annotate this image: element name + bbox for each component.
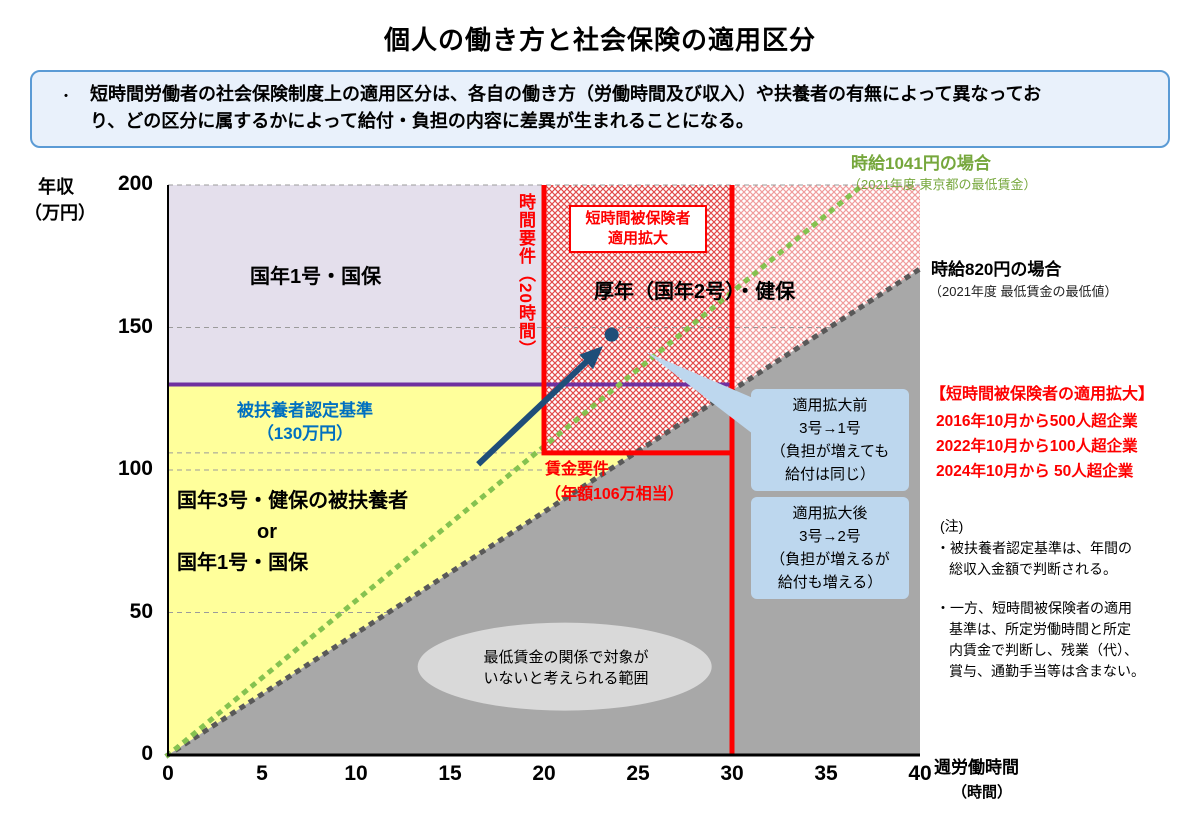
- region-label-dependent: 国年3号・健保の被扶養者 or 国年1号・国保: [177, 486, 408, 579]
- region-label-kokunen1: 国年1号・国保: [250, 266, 382, 288]
- bullet-icon: ・: [58, 88, 74, 105]
- x-tick-label: 10: [344, 762, 368, 785]
- y-tick-labels: 200 150 100 50 0: [93, 0, 153, 800]
- note-insured-standard: ・一方、短時間被保険者の適用 基準は、所定労働時間と所定 内賃金で判断し、残業（…: [936, 598, 1145, 682]
- expansion-badge-line: 適用拡大: [607, 230, 668, 247]
- callout-line: 適用拡大前: [792, 397, 868, 414]
- callout-line: 給付も増える）: [777, 574, 883, 591]
- expansion-badge: 短時間被保険者 適用拡大: [569, 205, 707, 253]
- no-target-ellipse-label: 最低賃金の関係で対象が いないと考えられる範囲: [420, 647, 712, 689]
- y-tick-label: 0: [141, 742, 153, 765]
- trend-arrow: [476, 346, 603, 467]
- callout-line: 3号→2号: [799, 528, 861, 545]
- callout-line: （負担が増えるが: [770, 551, 890, 568]
- wage-requirement-line: （年額106万相当）: [545, 486, 684, 503]
- x-tick-label: 20: [532, 762, 556, 785]
- note-line: 賞与、通勤手当等は含まない。: [949, 663, 1145, 679]
- x-axis-label-unit: （時間）: [952, 784, 1013, 801]
- x-tick-labels: 0 5 10 15 20 25 30 35 40: [0, 762, 1200, 792]
- expansion-milestones: 2016年10月から500人超企業 2022年10月から100人超企業 2024…: [936, 409, 1138, 484]
- y-axis-label: 年収 （万円）: [24, 174, 96, 226]
- y-axis-label-main: 年収: [38, 177, 74, 197]
- x-axis-label: 週労働時間: [934, 758, 1019, 777]
- wage-1041-label: 時給1041円の場合: [851, 154, 991, 173]
- region-label-dependent-line: 国年3号・健保の被扶養者: [177, 490, 409, 512]
- milestone-item: 2016年10月から500人超企業: [936, 413, 1138, 430]
- x-tick-label: 35: [814, 762, 838, 785]
- x-tick-label: 0: [162, 762, 174, 785]
- callout-line: （負担が増えても: [770, 443, 890, 460]
- no-target-line: 最低賃金の関係で対象が: [483, 649, 649, 666]
- region-kosei-right: [732, 185, 920, 391]
- milestone-item: 2022年10月から100人超企業: [936, 438, 1138, 455]
- callout-line: 適用拡大後: [792, 505, 868, 522]
- page-title: 個人の働き方と社会保険の適用区分: [383, 25, 816, 55]
- example-point: [604, 327, 619, 342]
- y-tick-label: 150: [117, 314, 153, 338]
- summary-box: ・ 短時間労働者の社会保険制度上の適用区分は、各自の働き方（労働時間及び収入）や…: [30, 70, 1170, 148]
- region-dependent: [168, 384, 636, 755]
- callout-pointer: [646, 352, 753, 434]
- wage-820-sublabel: （2021年度 最低賃金の最低値）: [929, 284, 1118, 299]
- dependent-standard-line: （130万円）: [256, 424, 354, 443]
- note-line: 総収入金額で判断される。: [949, 561, 1117, 577]
- wage-1041-line: [164, 181, 867, 759]
- callout-after-expansion: 適用拡大後 3号→2号 （負担が増えるが 給付も増える）: [751, 497, 909, 599]
- region-label-kosei-kenpo: 厚年（国年2号）・健保: [594, 281, 796, 303]
- wage-820-label: 時給820円の場合: [931, 260, 1062, 279]
- x-tick-label: 40: [908, 762, 932, 785]
- dependent-standard-label: 被扶養者認定基準 （130万円）: [215, 399, 395, 445]
- region-label-dependent-line: 国年1号・国保: [177, 552, 309, 574]
- note-dependent-standard: ・被扶養者認定基準は、年間の 総収入金額で判断される。: [936, 538, 1132, 580]
- y-tick-label: 200: [117, 172, 153, 195]
- expansion-badge-line: 短時間被保険者: [585, 210, 691, 227]
- note-line: ・一方、短時間被保険者の適用: [936, 600, 1132, 616]
- region-kokunen1: [168, 185, 544, 385]
- x-tick-label: 30: [720, 762, 744, 785]
- y-axis-label-unit: （万円）: [24, 203, 96, 223]
- no-target-line: いないと考えられる範囲: [483, 670, 649, 687]
- callout-line: 給付は同じ）: [784, 466, 875, 483]
- note-line: 基準は、所定労働時間と所定: [949, 621, 1131, 637]
- callout-before-expansion: 適用拡大前 3号→1号 （負担が増えても 給付は同じ）: [751, 389, 909, 491]
- dependent-standard-line: 被扶養者認定基準: [237, 401, 373, 420]
- requirement-boundary: [541, 185, 732, 456]
- wage-1041-sublabel: （2021年度 東京都の最低賃金）: [848, 177, 1037, 192]
- wage-820-line: [164, 265, 924, 759]
- no-target-ellipse: [417, 622, 712, 711]
- note-line: ・被扶養者認定基準は、年間の: [936, 540, 1132, 556]
- y-tick-label: 50: [129, 599, 153, 623]
- expansion-heading: 【短時間被保険者の適用拡大】: [930, 386, 1155, 403]
- x-tick-label: 5: [256, 762, 268, 785]
- note-line: 内賃金で判断し、残業（代）、: [949, 642, 1138, 658]
- x-tick-label: 25: [626, 762, 650, 785]
- time-requirement-label: 時間要件（20時間）: [516, 193, 535, 358]
- wage-requirement-label: 賃金要件 （年額106万相当）: [545, 457, 684, 507]
- note-title: (注): [940, 518, 964, 534]
- wage-requirement-line: 賃金要件: [545, 461, 610, 478]
- summary-text: 短時間労働者の社会保険制度上の適用区分は、各自の働き方（労働時間及び収入）や扶養…: [90, 84, 1042, 131]
- callout-line: 3号→1号: [799, 420, 861, 437]
- region-label-dependent-line: or: [257, 521, 277, 543]
- milestone-item: 2024年10月から 50人超企業: [936, 463, 1134, 480]
- y-tick-label: 100: [117, 457, 153, 480]
- x-tick-label: 15: [438, 762, 462, 785]
